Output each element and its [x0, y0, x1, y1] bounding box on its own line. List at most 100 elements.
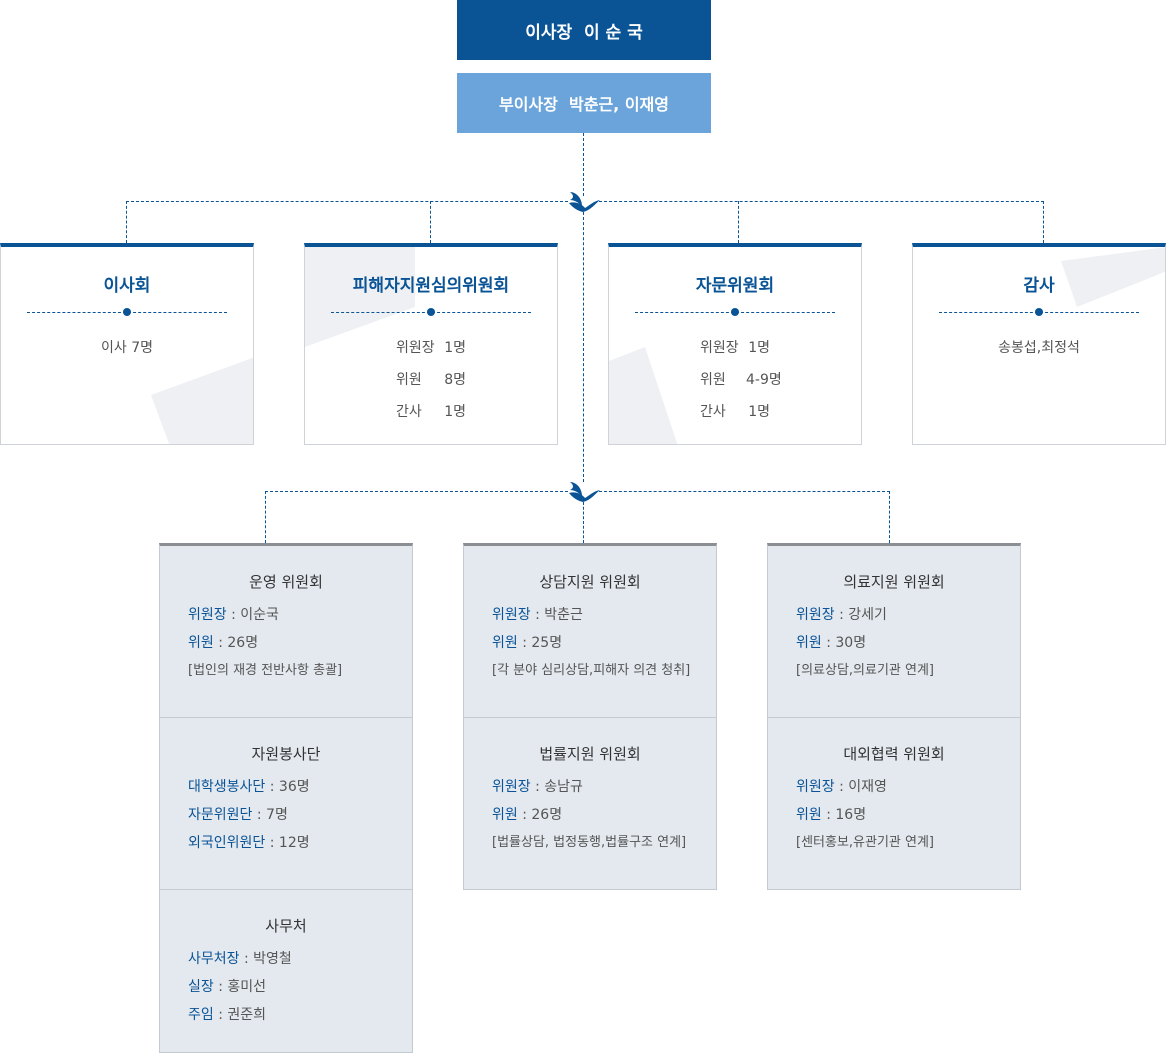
- member-line: 대학생봉사단 : 36명: [188, 779, 310, 795]
- section-title: 의료지원 위원회: [843, 573, 945, 591]
- committee-column-1: 운영 위원회 위원장 : 이순국 위원 : 26명 [법인의 재경 전반사항 총…: [159, 543, 413, 1053]
- member-value: 강세기: [848, 607, 887, 623]
- member-line: 위원 : 25명: [492, 635, 563, 651]
- member-value: 박춘근: [544, 607, 583, 623]
- member-role: 위원장: [188, 607, 227, 623]
- member-value: 송남규: [544, 779, 583, 795]
- member-role: 위원장: [492, 779, 531, 795]
- member-role: 위원장: [396, 340, 435, 356]
- decorative-shape: [1061, 247, 1165, 307]
- member-value: 36명: [278, 779, 310, 795]
- chairman-box: 이사장 이 순 국: [457, 0, 711, 60]
- connector-line: [430, 201, 431, 243]
- committee-title: 자문위원회: [695, 276, 775, 296]
- member-value: 권준희: [227, 1007, 267, 1023]
- section-counseling: 상담지원 위원회 위원장 : 박춘근 위원 : 25명 [각 분야 심리상담,피…: [464, 546, 716, 718]
- section-secretariat: 사무처 사무처장 : 박영철 실장 : 홍미선 주임 : 권준희: [160, 890, 412, 1052]
- member-value: 25명: [531, 635, 563, 651]
- member-role: 위원: [700, 372, 726, 388]
- member-value: 16명: [835, 807, 867, 823]
- member-line: 위원장 : 이재영: [796, 779, 887, 795]
- member-count: 1명: [444, 340, 466, 356]
- member-line: 위원장 : 송남규: [492, 779, 583, 795]
- committee-title: 이사회: [103, 276, 151, 296]
- member-role: 간사: [396, 404, 422, 420]
- member-line: 사무처장 : 박영철: [188, 951, 292, 967]
- section-legal: 법률지원 위원회 위원장 : 송남규 위원 : 26명 [법률상담, 법정동행,…: [464, 718, 716, 889]
- member-role: 사무처장: [188, 951, 240, 967]
- committee-title: 감사: [1023, 276, 1055, 296]
- member-line: 실장 : 홍미선: [188, 979, 267, 995]
- member-value: 홍미선: [227, 979, 267, 995]
- committee-column-3: 의료지원 위원회 위원장 : 강세기 위원 : 30명 [의료상담,의료기관 연…: [767, 543, 1021, 890]
- section-volunteers: 자원봉사단 대학생봉사단 : 36명 자문위원단 : 7명 외국인위원단 : 1…: [160, 718, 412, 890]
- member-count: 1명: [748, 404, 770, 420]
- section-note: [법률상담, 법정동행,법률구조 연계]: [492, 835, 687, 850]
- title-separator: [331, 308, 531, 316]
- connector-line: [265, 491, 568, 492]
- member-value: 박영철: [253, 951, 292, 967]
- section-title: 자원봉사단: [251, 745, 321, 763]
- member-role: 위원: [492, 807, 518, 823]
- section-note: [의료상담,의료기관 연계]: [796, 663, 935, 678]
- member-role: 위원: [796, 807, 822, 823]
- member-role: 위원: [492, 635, 518, 651]
- member-line: 위원 : 16명: [796, 807, 867, 823]
- auditor-names: 송봉섭,최정석: [998, 340, 1080, 356]
- member-role: 위원: [188, 635, 214, 651]
- connector-line: [583, 502, 584, 543]
- member-role: 주임: [188, 1007, 214, 1023]
- member-role: 위원장: [700, 340, 739, 356]
- member-line: 주임 : 권준희: [188, 1007, 267, 1023]
- section-title: 상담지원 위원회: [539, 573, 641, 591]
- vice-chairman-box: 부이사장 박춘근, 이재영: [457, 73, 711, 133]
- title-separator: [635, 308, 835, 316]
- member-line: 자문위원단 : 7명: [188, 807, 288, 823]
- section-external-relations: 대외협력 위원회 위원장 : 이재영 위원 : 16명 [센터홍보,유관기관 연…: [768, 718, 1020, 889]
- section-title: 운영 위원회: [249, 573, 323, 591]
- committee-box-board: 이사회 이사 7명: [0, 243, 254, 445]
- connector-line: [583, 212, 584, 482]
- member-value: 이순국: [240, 607, 279, 623]
- section-operations: 운영 위원회 위원장 : 이순국 위원 : 26명 [법인의 재경 전반사항 총…: [160, 546, 412, 718]
- bird-icon: [569, 482, 600, 502]
- member-count: 이사 7명: [101, 340, 153, 356]
- member-line: 위원 : 26명: [492, 807, 563, 823]
- member-role: 자문위원단: [188, 807, 253, 823]
- member-value: 26명: [227, 635, 259, 651]
- member-value: 30명: [835, 635, 867, 651]
- connector-line: [265, 491, 266, 543]
- connector-line: [889, 491, 890, 543]
- title-separator: [939, 308, 1139, 316]
- title-separator: [27, 308, 227, 316]
- decorative-shape: [305, 247, 415, 347]
- member-role: 위원: [396, 372, 422, 388]
- section-medical: 의료지원 위원회 위원장 : 강세기 위원 : 30명 [의료상담,의료기관 연…: [768, 546, 1020, 718]
- section-note: [각 분야 심리상담,피해자 의견 청취]: [492, 663, 691, 678]
- member-role: 위원장: [492, 607, 531, 623]
- member-role: 위원: [796, 635, 822, 651]
- member-line: 위원장 : 이순국: [188, 607, 279, 623]
- member-line: 위원장 : 강세기: [796, 607, 887, 623]
- member-line: 위원장 : 박춘근: [492, 607, 583, 623]
- decorative-shape: [609, 347, 678, 444]
- member-count: 1명: [444, 404, 466, 420]
- section-title: 법률지원 위원회: [539, 745, 641, 763]
- connector-line: [599, 491, 890, 492]
- section-note: [센터홍보,유관기관 연계]: [796, 835, 935, 850]
- member-value: 이재영: [848, 779, 887, 795]
- section-note: [법인의 재경 전반사항 총괄]: [188, 663, 343, 678]
- connector-line: [583, 133, 584, 196]
- member-count: 4-9명: [746, 372, 782, 388]
- section-title: 대외협력 위원회: [843, 745, 945, 763]
- committee-title: 피해자지원심의위원회: [352, 276, 510, 296]
- section-title: 사무처: [265, 917, 307, 935]
- member-role: 위원장: [796, 607, 835, 623]
- member-line: 위원 : 30명: [796, 635, 867, 651]
- member-role: 위원장: [796, 779, 835, 795]
- member-role: 대학생봉사단: [188, 779, 266, 795]
- bird-icon: [569, 192, 600, 212]
- connector-line: [738, 201, 739, 243]
